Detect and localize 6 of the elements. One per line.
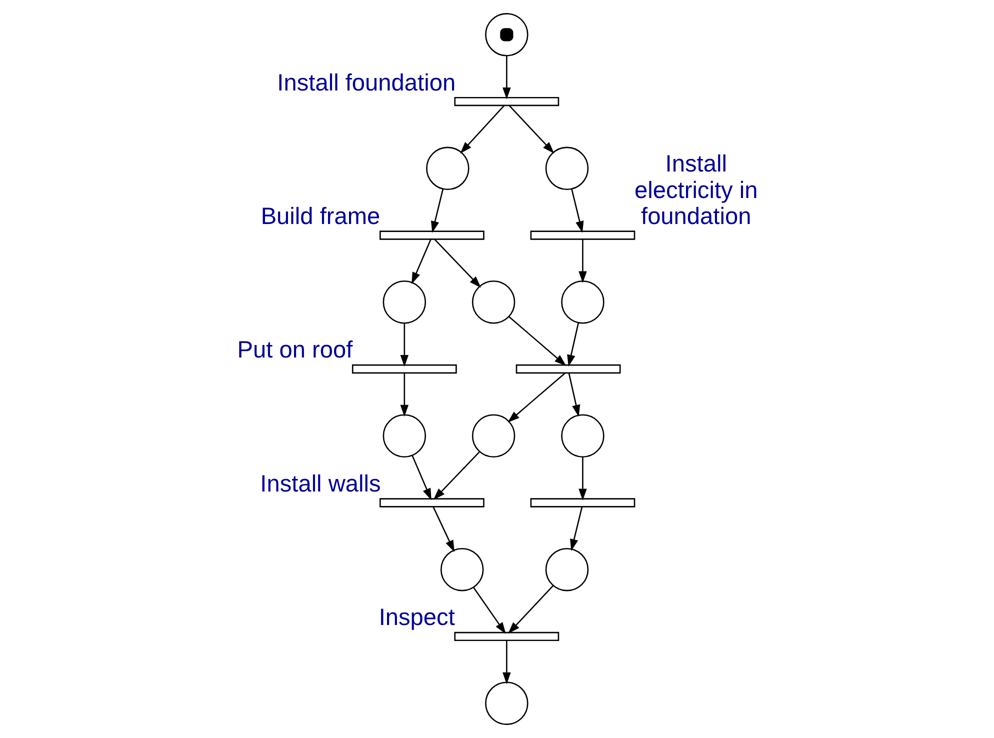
node-label: Install foundation	[276, 70, 456, 96]
node-label: Build frame	[260, 204, 380, 230]
node-label: Put on roof	[236, 338, 352, 364]
node-label: Install walls	[260, 471, 380, 498]
node-label: Inspect	[378, 605, 454, 632]
node-label: Install electricity in foundation	[634, 152, 758, 230]
